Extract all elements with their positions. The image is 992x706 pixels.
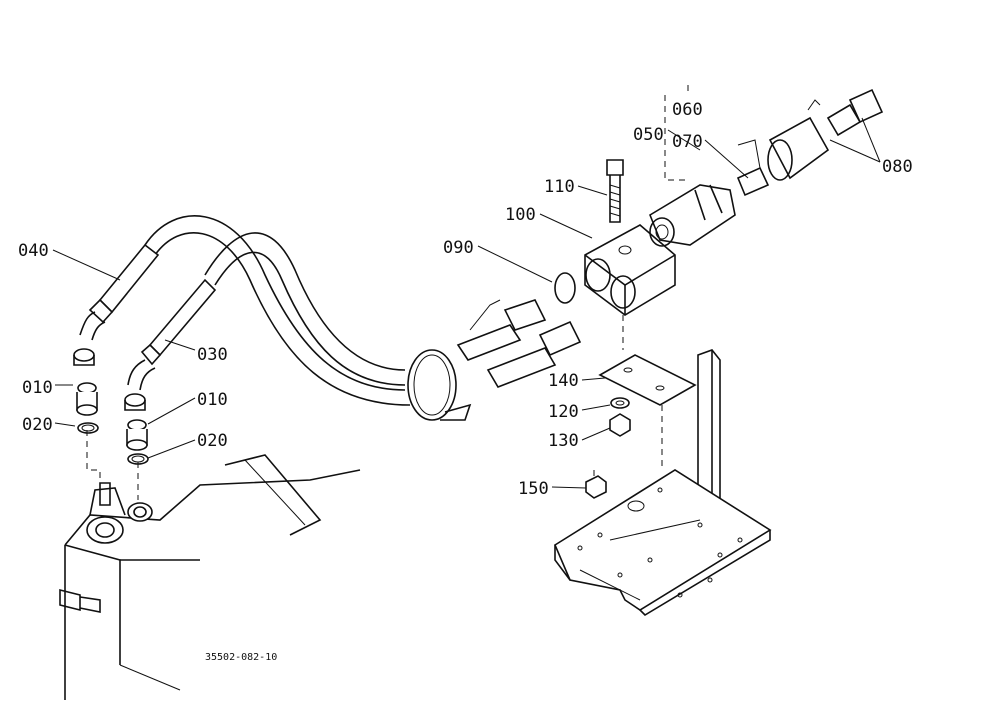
label-150: 150	[518, 479, 549, 499]
label-120: 120	[548, 402, 579, 422]
label-010-left: 010	[22, 378, 53, 398]
adapter-010-right	[126, 419, 148, 451]
label-110: 110	[544, 177, 575, 197]
fitting-070	[736, 139, 770, 197]
label-080: 080	[882, 157, 913, 177]
label-090: 090	[443, 238, 474, 258]
bolt-110	[606, 159, 624, 223]
bolt-150	[585, 470, 607, 499]
label-070: 070	[672, 132, 703, 152]
label-050: 050	[633, 125, 664, 145]
washer-120	[610, 397, 630, 409]
bracket	[553, 349, 772, 617]
hose-040	[73, 215, 411, 406]
plate-140	[598, 354, 697, 406]
label-140: 140	[548, 371, 579, 391]
valve-050	[649, 184, 736, 247]
hose-clamp	[407, 349, 472, 421]
nut-130	[609, 413, 631, 437]
valve-block	[59, 454, 361, 700]
label-010-right: 010	[197, 390, 228, 410]
coupler-lower	[486, 320, 582, 388]
cylinder-080	[767, 88, 884, 181]
seal-020-left	[77, 422, 99, 434]
label-020-left: 020	[22, 415, 53, 435]
label-100: 100	[505, 205, 536, 225]
adapter-010-left	[76, 382, 98, 416]
hose-030	[124, 232, 406, 411]
label-030: 030	[197, 345, 228, 365]
label-130: 130	[548, 431, 579, 451]
coupler-upper	[456, 299, 547, 361]
block-100	[584, 224, 676, 316]
label-020-right: 020	[197, 431, 228, 451]
drawing-number: 35502-082-10	[205, 652, 277, 663]
label-040: 040	[18, 241, 49, 261]
part-labels: 040 010 020 030 010 020 090 100 110 060 …	[18, 100, 913, 663]
label-060: 060	[672, 100, 703, 120]
leader-lines	[52, 117, 881, 489]
circlip-090	[554, 272, 576, 304]
